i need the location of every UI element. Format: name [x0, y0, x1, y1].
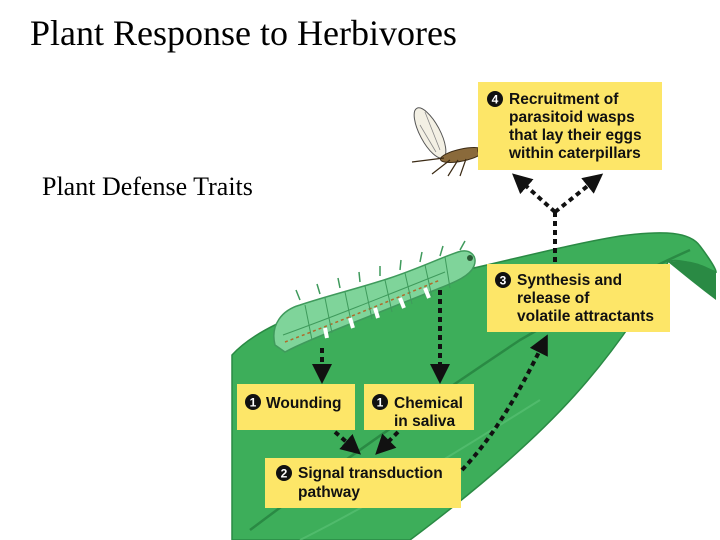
arrow-synthesis-to-wasp: [512, 173, 557, 214]
slide-subtitle: Plant Defense Traits: [42, 172, 253, 201]
step-number-badge: [495, 272, 511, 288]
step-box-recruitment: 4 Recruitment of parasitoid wasps that l…: [478, 82, 662, 170]
step-label: in saliva: [394, 413, 456, 430]
step-label: Recruitment of: [509, 91, 619, 108]
step-label: that lay their eggs: [509, 127, 642, 144]
wasp-icon: [411, 107, 501, 177]
step-label: Wounding: [266, 395, 341, 412]
step-number: 1: [250, 396, 257, 410]
step-label: parasitoid wasps: [509, 109, 635, 126]
step-number: 1: [377, 396, 384, 410]
step-label: pathway: [298, 484, 360, 501]
step-box-wounding: 1 Wounding: [237, 384, 355, 430]
step-number: 2: [281, 467, 288, 481]
step-box-chemical: 1 Chemical in saliva: [364, 384, 474, 430]
step-number-badge: [276, 465, 292, 481]
step-label: within caterpillars: [508, 145, 641, 162]
step-box-synthesis: 3 Synthesis and release of volatile attr…: [487, 264, 670, 332]
step-label: Synthesis and: [517, 272, 622, 289]
arrow-chemical-to-signal: [375, 430, 400, 455]
step-box-signal: 2 Signal transduction pathway: [265, 458, 461, 508]
caterpillar-icon: [273, 240, 476, 353]
step-number-badge: [372, 394, 388, 410]
step-number-badge: [245, 394, 261, 410]
arrow-signal-to-synthesis: [460, 334, 548, 472]
arrow-synthesis-to-recruitment: [553, 173, 604, 214]
step-label: release of: [517, 290, 590, 307]
step-label: Chemical: [394, 395, 463, 412]
slide-title: Plant Response to Herbivores: [30, 13, 457, 53]
step-number: 3: [500, 274, 507, 288]
step-label: volatile attractants: [517, 308, 654, 325]
step-number: 4: [492, 93, 499, 107]
step-label: Signal transduction: [298, 465, 443, 482]
step-number-badge: [487, 91, 503, 107]
